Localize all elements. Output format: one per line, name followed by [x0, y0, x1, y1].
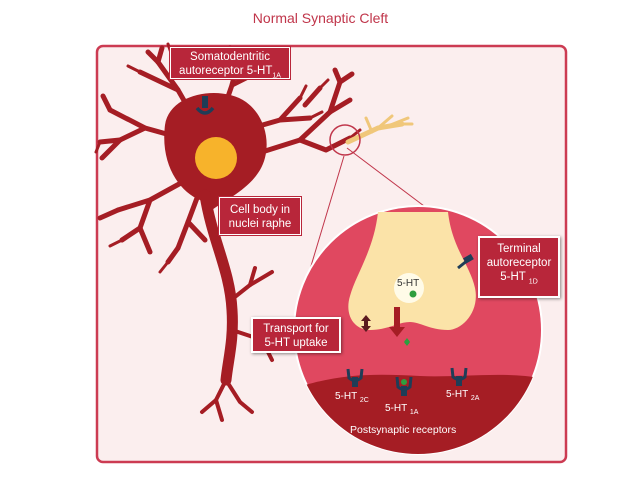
somatodendritic-label-line2-wrap: autoreceptor 5-HT1A — [171, 64, 289, 83]
receptor-2a-icon — [450, 367, 468, 386]
receptor-2c-sub: 2C — [359, 397, 369, 404]
receptor-2c-icon — [346, 368, 364, 387]
postsynaptic-receptors-label: Postsynaptic receptors — [350, 424, 457, 436]
terminal-label-line2: autoreceptor — [486, 257, 552, 269]
receptor-1a-icon — [395, 376, 413, 396]
receptor-2a-sub: 2A — [470, 395, 480, 402]
somatodendritic-label-line1: Somatodentritic — [190, 51, 270, 63]
cell-body-label-line2: nuclei raphe — [228, 218, 292, 230]
zoom-ring — [329, 124, 361, 156]
somatodendritic-autoreceptor-label: Somatodentritic autoreceptor 5-HT1A — [170, 47, 290, 79]
receptor-2a-text: 5-HT — [446, 389, 469, 400]
somatodendritic-label-sub: 1A — [272, 72, 281, 80]
diagram-title: Normal Synaptic Cleft — [252, 10, 389, 26]
axon-terminal-small — [345, 114, 414, 145]
terminal-autoreceptor-label: Terminal autoreceptor 5-HT 1D — [478, 236, 560, 298]
zoom-line-top — [346, 147, 433, 213]
terminal-label-line3-wrap: 5-HT 1D — [480, 270, 558, 289]
zoom-line-bottom — [304, 155, 345, 287]
somatodendritic-receptor-icon — [195, 96, 215, 115]
terminal-label-line3: 5-HT — [500, 271, 526, 283]
release-arrow-icon — [389, 307, 405, 337]
serotonin-vesicle — [394, 273, 424, 303]
cell-body-label: Cell body in nuclei raphe — [219, 197, 301, 235]
receptor-1a-label: 5-HT 1A — [385, 403, 418, 416]
uptake-transporter-icon — [361, 315, 371, 332]
serotonin-molecule — [409, 290, 417, 298]
receptor-2c-text: 5-HT — [335, 391, 358, 402]
transport-uptake-label: Transport for 5-HT uptake — [251, 317, 341, 353]
nucleus — [195, 137, 237, 179]
terminal-autoreceptor-icon — [457, 253, 474, 270]
cell-body-label-line1: Cell body in — [229, 204, 291, 216]
somatodendritic-label-line2: autoreceptor 5-HT — [179, 65, 273, 77]
transport-label-line1: Transport for — [263, 323, 329, 335]
receptor-2c-label: 5-HT 2C — [335, 391, 369, 404]
receptor-1a-sub: 1A — [409, 409, 419, 416]
receptor-2a-label: 5-HT 2A — [446, 389, 479, 402]
terminal-label-line1: Terminal — [497, 243, 541, 255]
transport-label-line2: 5-HT uptake — [264, 337, 328, 349]
receptor-1a-text: 5-HT — [385, 403, 408, 414]
vesicle-label: 5-HT — [397, 278, 420, 289]
terminal-label-sub: 1D — [528, 278, 538, 286]
presynaptic-bouton — [348, 212, 476, 330]
